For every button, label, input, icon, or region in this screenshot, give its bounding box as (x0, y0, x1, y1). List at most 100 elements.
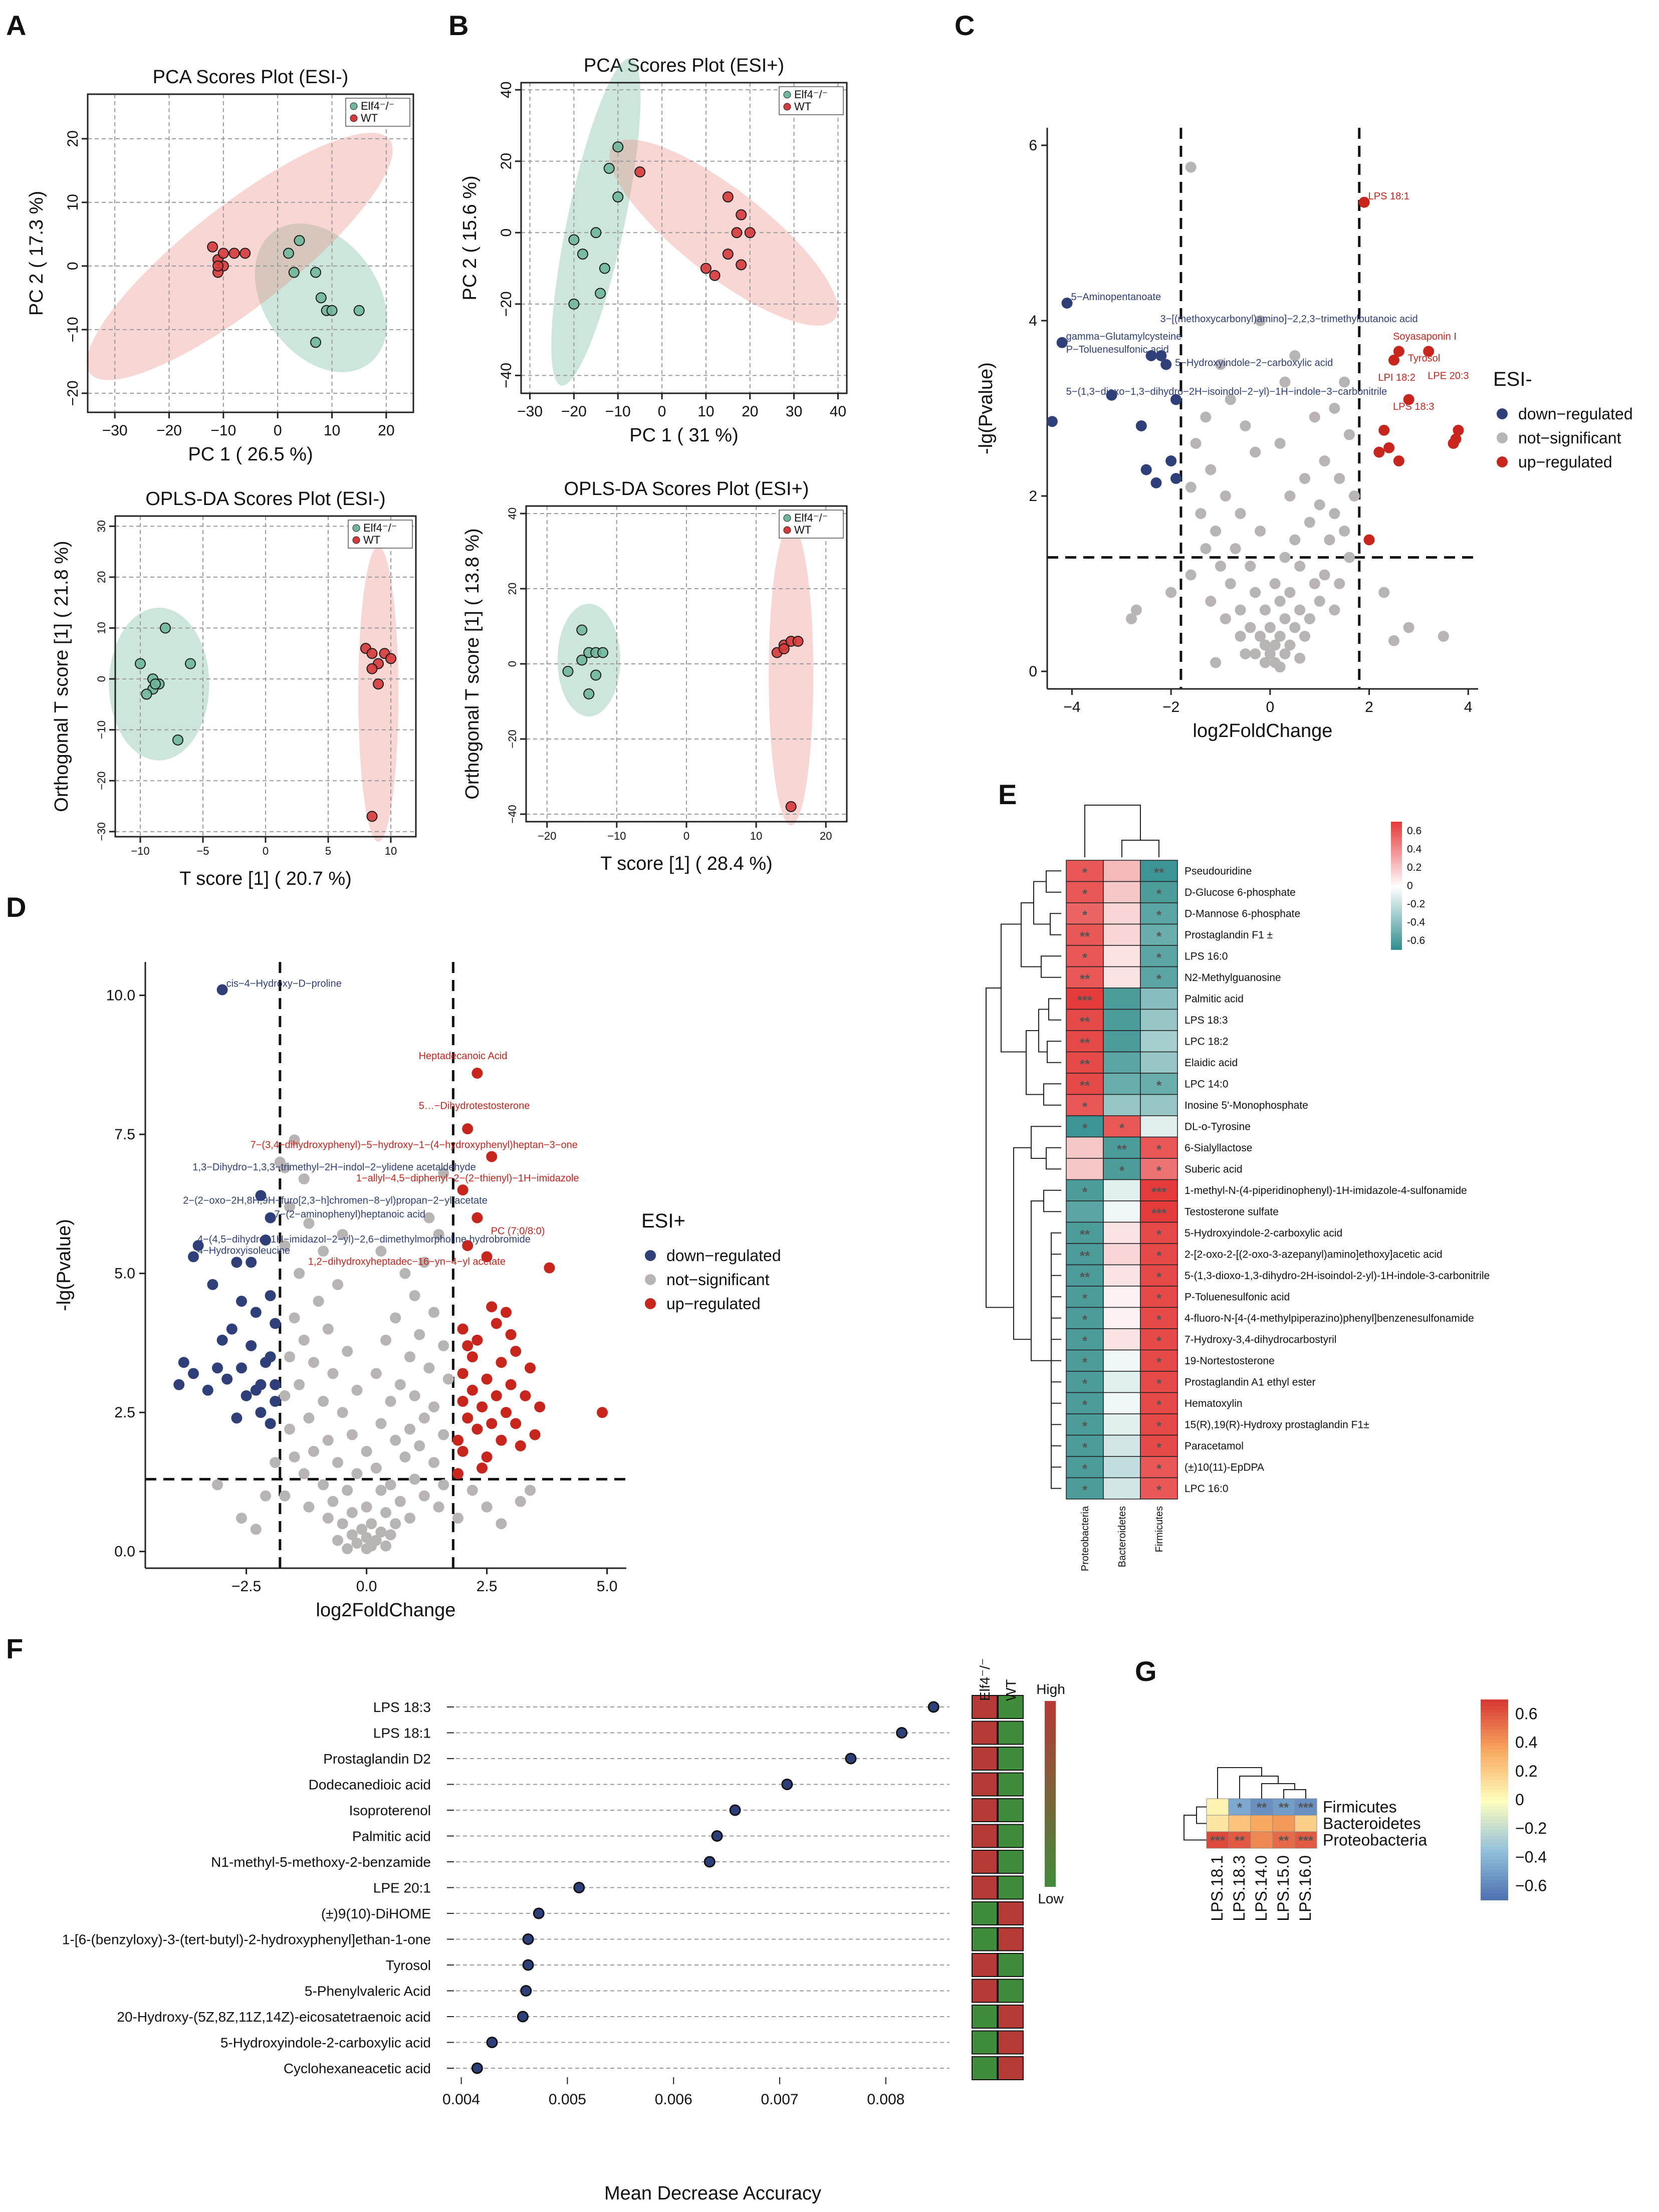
colorbar-segment (1391, 943, 1402, 946)
data-point (409, 1390, 420, 1401)
data-point (366, 811, 378, 822)
significance-stars: * (1082, 1312, 1088, 1327)
row-dendrogram-branch (1026, 1030, 1044, 1095)
colorbar-segment (1481, 1826, 1508, 1830)
colorbar-segment (1481, 1886, 1508, 1890)
colorbar-segment (1391, 875, 1402, 878)
heatmap-row-label: Palmitic acid (1184, 993, 1244, 1005)
data-point (486, 1301, 498, 1313)
data-point (1165, 455, 1177, 466)
y-tick-label: −10 (65, 317, 81, 342)
colorbar-segment (1481, 1850, 1508, 1854)
heatmap-cell (1066, 1371, 1104, 1393)
significance-stars: * (1082, 1461, 1088, 1476)
importance-dot (486, 2037, 498, 2048)
row-dendrogram-branch (1043, 1189, 1061, 1212)
data-point (241, 1390, 252, 1401)
colorbar-segment (1391, 892, 1402, 895)
data-point (308, 1445, 319, 1457)
y-tick-label: 40 (498, 82, 515, 98)
data-point (370, 1368, 382, 1379)
data-point (1393, 346, 1404, 357)
data-point (289, 1451, 300, 1462)
colorbar-segment (1481, 1803, 1508, 1807)
significance-stars: * (1082, 865, 1088, 880)
heatmap-row-label: LPS 18:3 (1184, 1015, 1228, 1026)
data-point (141, 688, 152, 700)
feature-label: LPE 20:1 (373, 1880, 431, 1896)
data-point (289, 1134, 300, 1146)
heatmap-cell (1206, 1815, 1229, 1832)
group-level-cell (998, 2056, 1024, 2080)
data-point (1165, 587, 1177, 598)
x-axis-label: log2FoldChange (1193, 720, 1333, 742)
heatmap-cell (1140, 1094, 1178, 1116)
colorbar-segment (1481, 1702, 1508, 1707)
data-point (1279, 376, 1291, 388)
point-annotation: 1−allyl−4,5−diphenyl−2−(2−thienyl)−1H−im… (356, 1173, 579, 1184)
heatmap-cell (1140, 988, 1178, 1010)
heatmap-row-label: 7-Hydroxy-3,4-dihydrocarbostyril (1184, 1334, 1336, 1345)
y-tick-label: 0 (1029, 663, 1037, 680)
colorbar-segment (1481, 1766, 1508, 1770)
group-level-cell (972, 1824, 998, 1848)
data-point (590, 227, 602, 238)
y-tick-label: −20 (95, 772, 108, 790)
data-point (634, 166, 646, 178)
colorbar-segment (1481, 1706, 1508, 1710)
data-point (1210, 657, 1222, 668)
x-tick-label: 0 (658, 403, 666, 420)
point-annotation: 5−Hydroxyindole−2−carboxylic acid (1175, 357, 1333, 368)
data-point (1339, 376, 1350, 388)
data-point (1339, 526, 1350, 537)
significance-stars: * (1156, 1291, 1162, 1306)
plot-frame (87, 93, 414, 413)
colorbar-segment (1481, 1853, 1508, 1857)
data-point (418, 1490, 430, 1502)
data-point (462, 1412, 473, 1424)
data-point (240, 248, 251, 259)
heatmap-row-label: LPC 18:2 (1184, 1036, 1229, 1047)
heatmap-row-label: 5-Hydroxyindole-2-carboxylic acid (1184, 1227, 1342, 1239)
y-axis-label: -lg(Pvalue) (976, 362, 997, 454)
data-point (1319, 455, 1330, 466)
heatmap-cell (1294, 1831, 1317, 1849)
data-point (471, 1423, 483, 1435)
heatmap-column-label: LPS.18.1 (1208, 1855, 1226, 1921)
legend-gradient-segment (1045, 1710, 1056, 1715)
legend-gradient-segment (1045, 1807, 1056, 1813)
data-point (1220, 490, 1231, 502)
heatmap-cell (1294, 1798, 1317, 1816)
heatmap-row-label: Prostaglandin A1 ethyl ester (1184, 1376, 1316, 1388)
heatmap-row-label: Paracetamol (1184, 1440, 1244, 1452)
data-point (1145, 350, 1157, 361)
row-dendrogram-branch (1050, 913, 1061, 935)
heatmap-row-label: LPC 16:0 (1184, 1483, 1229, 1495)
data-point (505, 1329, 517, 1340)
colorbar-segment (1481, 1800, 1508, 1804)
heatmap-cell (1140, 1328, 1178, 1351)
heatmap-cell (1140, 1009, 1178, 1031)
legend-high-label: High (1036, 1681, 1065, 1697)
data-point (150, 678, 161, 690)
significance-stars: ** (1080, 1227, 1090, 1242)
y-tick-label: 20 (65, 130, 81, 147)
point-annotation: 4−(4,5−dihydro−1H−imidazol−2−yl)−2,6−dim… (197, 1234, 531, 1245)
heatmap-cell (1140, 902, 1178, 925)
data-point (1294, 561, 1306, 572)
data-point (1255, 526, 1266, 537)
colorbar-segment (1391, 870, 1402, 873)
heatmap-cell (1103, 1009, 1141, 1031)
panel-label-e: E (998, 779, 1017, 810)
data-point (433, 1501, 444, 1513)
data-point (284, 1423, 295, 1435)
data-point (744, 227, 756, 238)
significance-stars: * (1156, 1440, 1162, 1455)
confidence-ellipse (87, 133, 393, 380)
colorbar-segment (1391, 919, 1402, 922)
importance-dot (533, 1907, 545, 1919)
x-tick-label: 2 (1365, 699, 1373, 715)
